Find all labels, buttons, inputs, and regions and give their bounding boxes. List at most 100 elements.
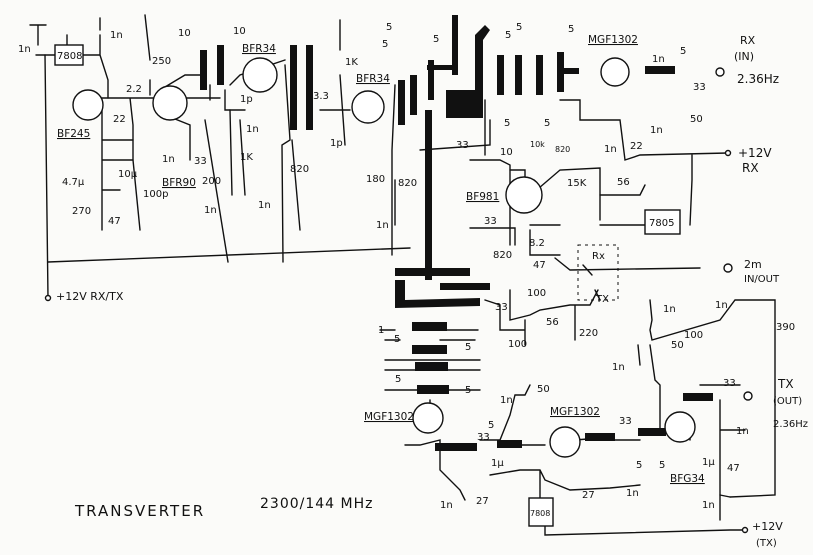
value-label: 180 [366,174,385,185]
bfg34-transistor-symbol [664,411,696,443]
value-label: 1n [652,54,665,65]
value-label: 10 [178,28,191,39]
value-label: 56 [546,317,559,328]
connector-rx-in [715,67,725,77]
label-tx-freq: 2.36Hz [773,419,808,430]
value-label: 1p [330,138,343,149]
value-label: 1n [612,362,625,373]
value-label: 33 [484,216,497,227]
label-bf981: BF981 [466,191,499,203]
value-label: 1n [500,395,513,406]
connector-2m [723,263,733,273]
label-rx-in-sub: (IN) [734,50,754,63]
value-label: 5 [659,460,665,471]
bf981-transistor-symbol [505,176,543,214]
value-label: 1n [162,154,175,165]
value-label: 10 [233,26,246,37]
value-label: 5 [544,118,550,129]
label-bfg34: BFG34 [670,473,705,485]
value-label: 820 [555,145,570,154]
value-label: 22 [113,114,126,125]
value-label: 15K [567,178,587,189]
connector-tx-out [743,391,753,401]
value-label: 1n [440,500,453,511]
label-bf245: BF245 [57,128,90,140]
label-bfr34-a: BFR34 [242,43,276,55]
label-supply-rxtx: +12V RX/TX [56,290,124,303]
value-label: 220 [579,328,598,339]
value-label: 5 [504,118,510,129]
value-label: 2.2 [126,84,142,95]
terminal-supply-tx [741,526,749,534]
label-rx-freq: 2.36Hz [737,72,779,86]
value-label: 33 [693,82,706,93]
value-label: 50 [537,384,550,395]
value-label: 1n [736,426,749,437]
bfr90-transistor-symbol [152,85,188,121]
components [44,44,753,534]
value-label: 3.3 [313,91,329,102]
label-mgf1302-tx2: MGF1302 [550,406,600,418]
component-values: 1n 1n 250 2.2 22 4.7µ 10µ 270 47 100p 20… [18,22,795,511]
label-switch-tx: TX [595,294,609,305]
label-if-port: 2m [744,258,762,271]
value-label: 5 [488,420,494,431]
rx-tx-relay-box [577,244,619,301]
value-label: 5 [394,334,400,345]
value-label: 1n [376,220,389,231]
label-tx-out: TX [777,377,794,391]
value-label: 1K [240,152,253,163]
value-label: 200 [202,176,221,187]
regulator-7808-b-box [528,497,554,527]
label-7808-b: 7808 [530,509,550,518]
stripline-resonators [200,15,713,451]
mgf1302-rx-transistor-symbol [600,57,630,87]
label-supply-tx-sub: (TX) [756,538,777,549]
value-label: 5 [465,342,471,353]
value-label: 8.2 [529,238,545,249]
label-7805: 7805 [649,218,674,229]
value-label: 100 [508,339,527,350]
value-label: 1n [604,144,617,155]
label-bfr90: BFR90 [162,177,196,189]
value-label: 5 [568,24,574,35]
label-rx-in: RX [740,34,756,47]
value-label: 10µ [118,169,138,180]
value-label: 250 [152,56,171,67]
value-label: 5 [680,46,686,57]
value-label: 1n [715,300,728,311]
label-bfr34-b: BFR34 [356,73,390,85]
value-label: 33 [477,432,490,443]
value-label: 47 [108,216,121,227]
value-label: 33 [456,140,469,151]
label-mgf1302-rx: MGF1302 [588,34,638,46]
value-label: 5 [516,22,522,33]
value-label: 5 [386,22,392,33]
value-label: 1 [378,325,384,336]
value-label: 820 [398,178,417,189]
bf245-transistor-symbol [72,89,104,121]
value-label: 1n [702,500,715,511]
value-label: 27 [582,490,595,501]
value-label: 1n [663,304,676,315]
value-label: 1n [258,200,271,211]
value-label: 1p [240,94,253,105]
value-label: 1n [18,44,31,55]
value-label: 1n [204,205,217,216]
terminal-supply-rx [724,149,732,157]
value-label: 1µ [702,457,715,468]
value-label: 5 [465,385,471,396]
value-label: 5 [433,34,439,45]
value-label: 56 [617,177,630,188]
value-label: 47 [727,463,740,474]
value-label: 1n [110,30,123,41]
label-mgf1302-tx1: MGF1302 [364,411,414,423]
value-label: 100 [527,288,546,299]
value-label: 10 [500,147,513,158]
regulator-7808-a-box [54,44,84,66]
bfr34-a-transistor-symbol [242,57,278,93]
value-label: 390 [776,322,795,333]
value-label: 27 [476,496,489,507]
value-label: 5 [636,460,642,471]
